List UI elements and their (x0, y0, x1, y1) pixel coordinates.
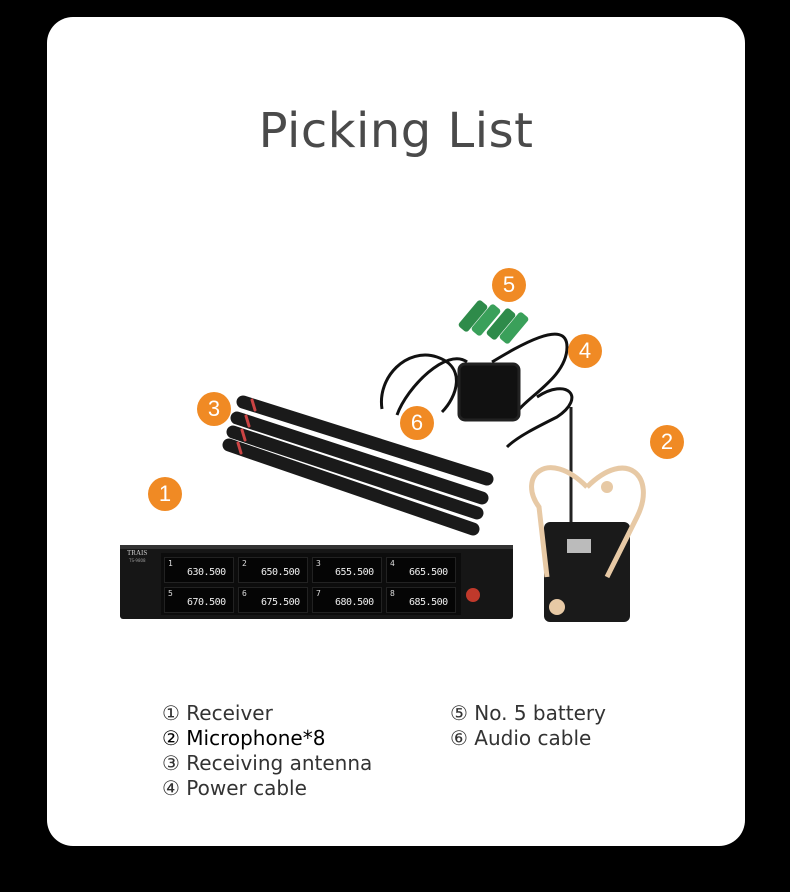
list-item: ⑥ Audio cable (450, 726, 592, 750)
receiver-channel-display: 7 680.500 (312, 587, 382, 613)
list-item: ① Receiver (162, 701, 273, 725)
receiver-channel-display: 4 665.500 (386, 557, 456, 583)
list-item: ③ Receiving antenna (162, 751, 373, 775)
marker-4-icon: 4 (568, 334, 602, 368)
channel-frequency: 655.500 (335, 567, 374, 578)
picking-list-card: Picking List (47, 17, 745, 846)
marker-6-icon: 6 (400, 406, 434, 440)
channel-number: 1 (168, 559, 173, 568)
power-cable-image (379, 332, 574, 449)
receiver-channel-display: 2 650.500 (238, 557, 308, 583)
receiver-channel-display: 5 670.500 (164, 587, 234, 613)
channel-number: 7 (316, 589, 321, 598)
receiver-channel-display: 8 685.500 (386, 587, 456, 613)
batteries-image (458, 300, 529, 344)
product-illustration (120, 300, 646, 622)
channel-frequency: 630.500 (187, 567, 226, 578)
receiver-channel-display: 3 655.500 (312, 557, 382, 583)
channel-number: 2 (242, 559, 247, 568)
receiver-channel-display: 6 675.500 (238, 587, 308, 613)
list-item: ④ Power cable (162, 776, 307, 800)
list-item: ② Microphone*8 (162, 726, 326, 750)
marker-2-icon: 2 (650, 425, 684, 459)
channel-frequency: 675.500 (261, 597, 300, 608)
channel-number: 8 (390, 589, 395, 598)
channel-frequency: 650.500 (261, 567, 300, 578)
channel-number: 3 (316, 559, 321, 568)
channel-frequency: 685.500 (409, 597, 448, 608)
receiver-channel-display: 1 630.500 (164, 557, 234, 583)
antennas-image (222, 395, 494, 536)
microphone-image (529, 407, 646, 622)
channel-number: 6 (242, 589, 247, 598)
page-title: Picking List (258, 103, 534, 159)
channel-number: 4 (390, 559, 395, 568)
channel-frequency: 665.500 (409, 567, 448, 578)
channel-number: 5 (168, 589, 173, 598)
channel-frequency: 670.500 (187, 597, 226, 608)
marker-5-icon: 5 (492, 268, 526, 302)
marker-1-icon: 1 (148, 477, 182, 511)
channel-frequency: 680.500 (335, 597, 374, 608)
receiver-model: TS-9808 (129, 558, 146, 563)
list-item: ⑤ No. 5 battery (450, 701, 606, 725)
marker-3-icon: 3 (197, 392, 231, 426)
receiver-brand: TRAIS (127, 549, 148, 557)
